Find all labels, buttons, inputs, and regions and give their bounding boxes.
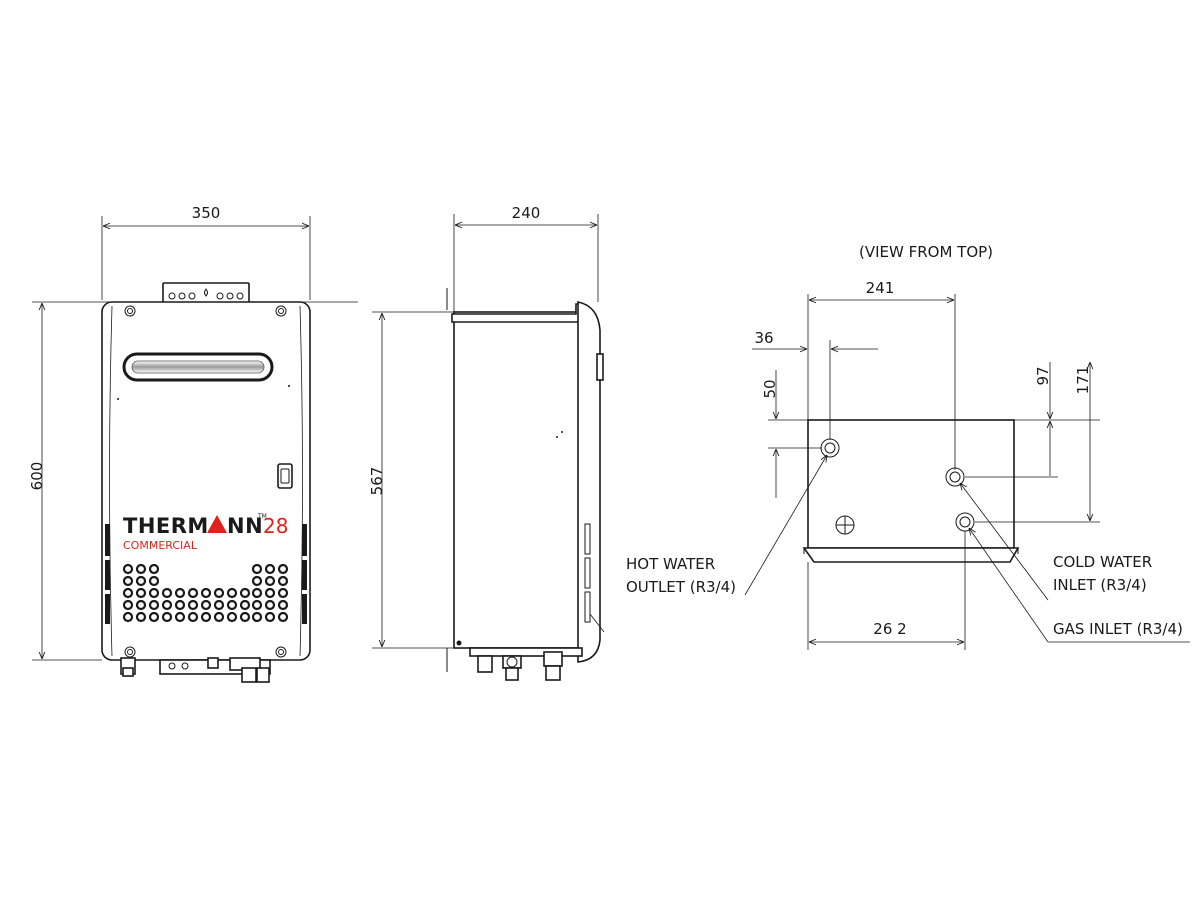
brand-name-part1: THERM	[123, 514, 209, 538]
vent-hole	[135, 599, 147, 611]
vent-hole	[277, 611, 289, 623]
brand-model: 28	[263, 514, 288, 538]
vent-hole	[277, 575, 289, 587]
vent-hole	[200, 587, 212, 599]
vent-hole	[174, 611, 186, 623]
label-cold-water-line1: COLD WATER	[1053, 553, 1152, 571]
vent-hole	[161, 611, 173, 623]
top-view: (VIEW FROM TOP) 241 36 50	[626, 243, 1190, 650]
vent-hole	[135, 587, 147, 599]
vent-hole	[187, 611, 199, 623]
vent-hole	[174, 587, 186, 599]
vent-hole	[174, 599, 186, 611]
vent-hole	[226, 599, 238, 611]
side-depth-dim: 240	[512, 204, 541, 222]
dim-97: 97	[1034, 366, 1052, 385]
vent-hole	[135, 575, 147, 587]
dim-36: 36	[754, 329, 773, 347]
dim-171: 171	[1074, 366, 1092, 395]
vent-holes	[122, 563, 289, 623]
vent-hole	[251, 611, 263, 623]
vent-hole	[122, 563, 134, 575]
vent-hole	[187, 599, 199, 611]
label-hot-water-line1: HOT WATER	[626, 555, 715, 573]
vent-hole	[264, 599, 276, 611]
vent-hole	[277, 599, 289, 611]
front-view: 350 600	[28, 204, 358, 683]
side-view: 240 567	[368, 204, 605, 681]
vent-hole	[122, 587, 134, 599]
side-height-dim: 567	[368, 467, 386, 496]
dim-50: 50	[761, 379, 779, 398]
vent-hole	[251, 563, 263, 575]
vent-hole	[251, 575, 263, 587]
vent-hole	[135, 563, 147, 575]
vent-hole	[122, 611, 134, 623]
vent-hole	[213, 599, 225, 611]
vent-hole	[161, 587, 173, 599]
vent-hole	[148, 611, 160, 623]
vent-hole	[122, 599, 134, 611]
brand-trademark: TM	[257, 513, 267, 520]
vent-hole	[239, 599, 251, 611]
vent-hole	[148, 599, 160, 611]
brand-name-part2: NN	[227, 514, 263, 538]
vent-hole	[251, 587, 263, 599]
vent-hole	[122, 575, 134, 587]
vent-hole	[277, 587, 289, 599]
vent-hole	[264, 575, 276, 587]
brand-triangle-icon	[207, 515, 227, 533]
vent-hole	[161, 599, 173, 611]
dim-241: 241	[866, 279, 895, 297]
vent-hole	[200, 599, 212, 611]
brand-logo: THERM NN TM 28 COMMERCIAL	[123, 513, 288, 552]
label-cold-water-line2: INLET (R3/4)	[1053, 576, 1147, 594]
vent-hole	[148, 575, 160, 587]
vent-hole	[148, 563, 160, 575]
vent-hole	[264, 611, 276, 623]
label-hot-water-line2: OUTLET (R3/4)	[626, 578, 736, 596]
vent-hole	[226, 587, 238, 599]
vent-hole	[251, 599, 263, 611]
vent-hole	[264, 587, 276, 599]
vent-hole	[213, 587, 225, 599]
front-width-dim: 350	[192, 204, 221, 222]
vent-hole	[239, 611, 251, 623]
vent-hole	[226, 611, 238, 623]
vent-hole	[135, 611, 147, 623]
vent-hole	[213, 611, 225, 623]
vent-hole	[277, 563, 289, 575]
top-view-title: (VIEW FROM TOP)	[859, 243, 993, 261]
vent-hole	[148, 587, 160, 599]
dim-262: 26 2	[873, 620, 906, 638]
label-gas-inlet: GAS INLET (R3/4)	[1053, 620, 1183, 638]
vent-hole	[187, 587, 199, 599]
vent-hole	[264, 563, 276, 575]
front-height-dim: 600	[28, 462, 46, 491]
brand-subtitle: COMMERCIAL	[123, 539, 198, 552]
vent-hole	[239, 587, 251, 599]
vent-hole	[200, 611, 212, 623]
